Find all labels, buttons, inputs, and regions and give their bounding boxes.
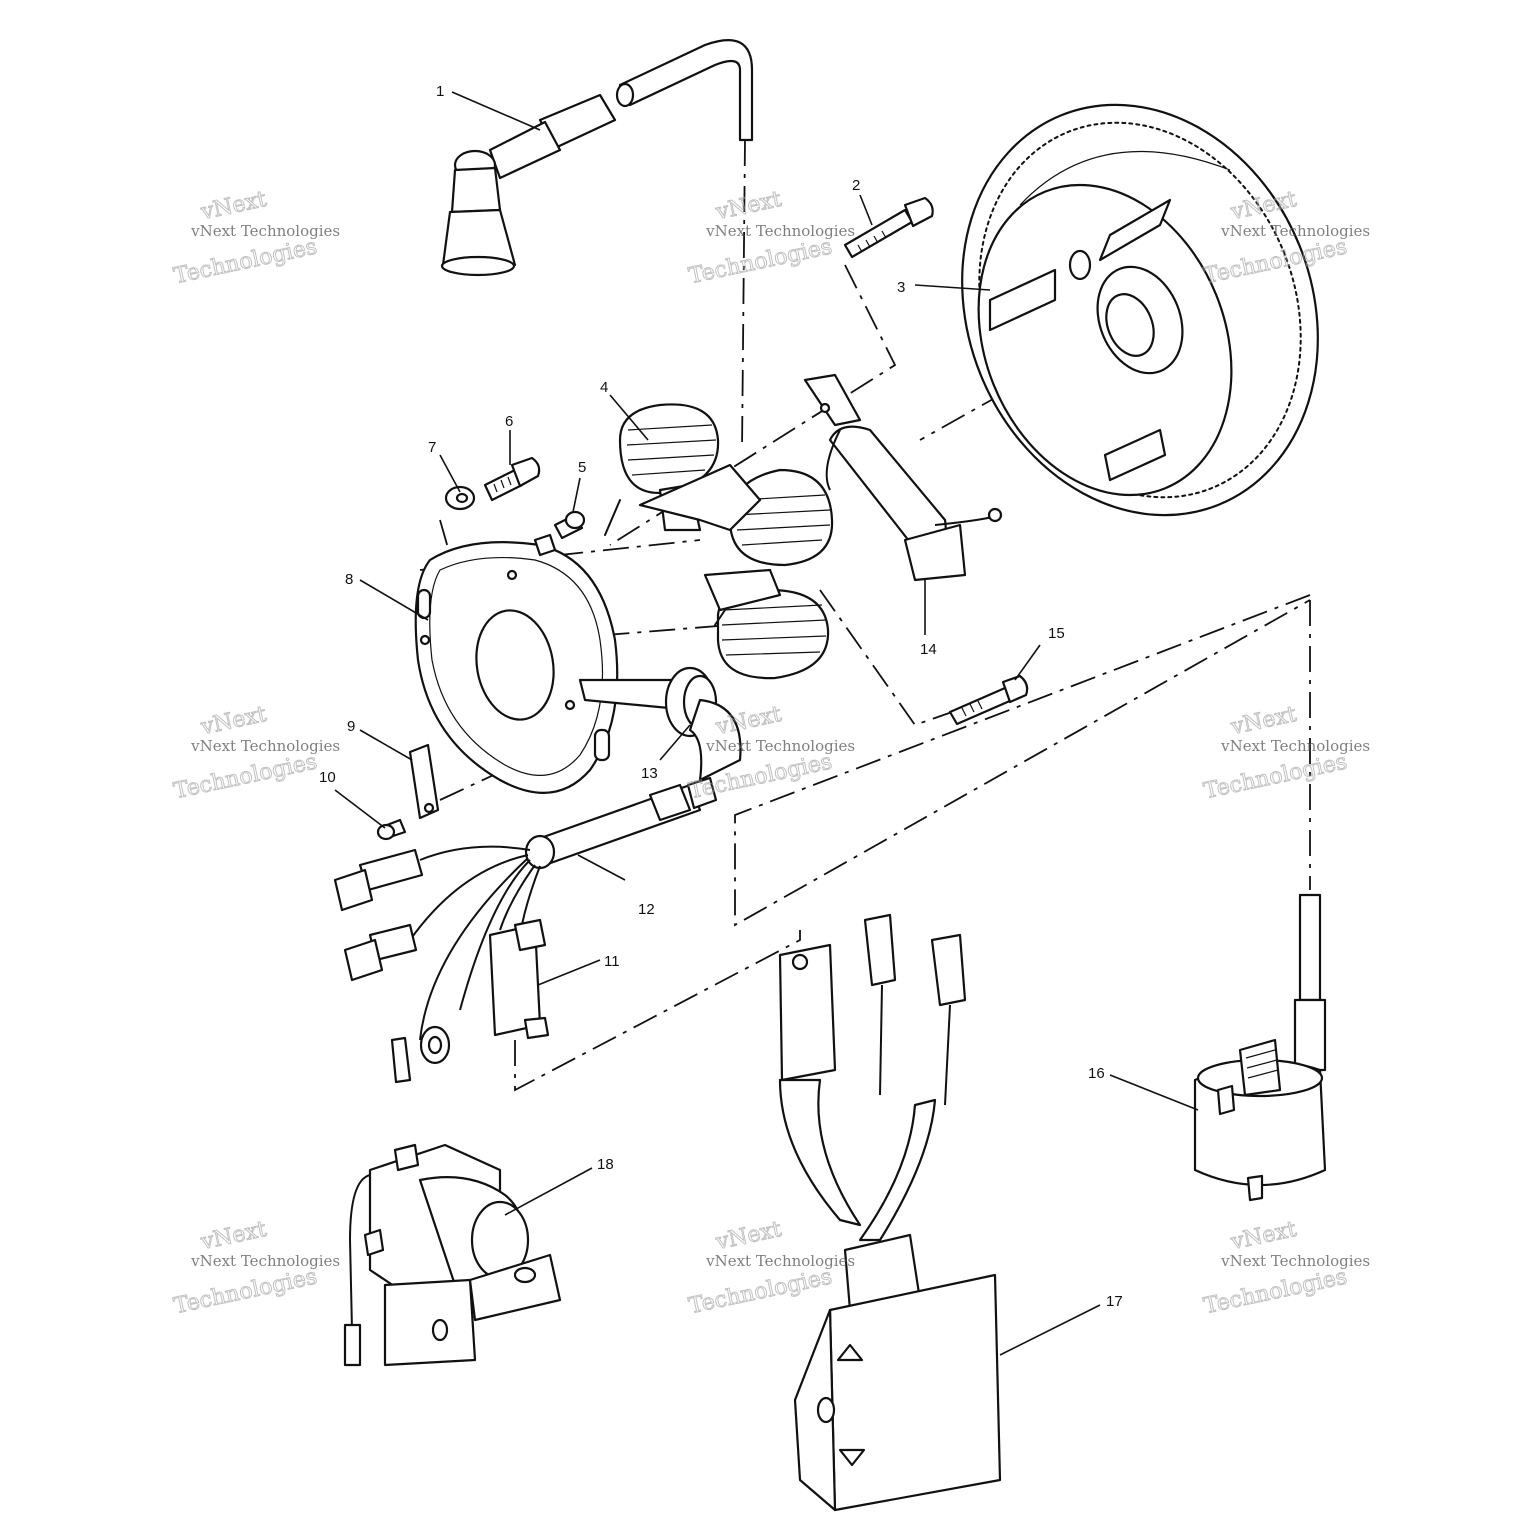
callout-16: 16 bbox=[1088, 1065, 1105, 1082]
callout-15: 15 bbox=[1048, 625, 1065, 642]
callout-labels: 1 2 3 4 5 6 7 8 9 10 11 12 13 14 15 16 1… bbox=[319, 83, 1123, 1310]
callout-10: 10 bbox=[319, 769, 336, 786]
svg-text:Technologies: Technologies bbox=[172, 1265, 320, 1320]
watermark-top-left: vNext vNext Technologies Technologies bbox=[171, 186, 340, 290]
watermark-bottom-left: vNext vNext Technologies Technologies bbox=[171, 1216, 340, 1320]
callout-18: 18 bbox=[597, 1156, 614, 1173]
screw-10 bbox=[376, 818, 407, 841]
svg-text:Technologies: Technologies bbox=[687, 1265, 835, 1320]
svg-text:Technologies: Technologies bbox=[172, 750, 320, 805]
svg-text:vNext Technologies: vNext Technologies bbox=[190, 737, 340, 755]
pulser-coil bbox=[803, 373, 1003, 582]
bolt-6 bbox=[483, 456, 541, 502]
callout-8: 8 bbox=[345, 571, 353, 588]
ignition-coil bbox=[1193, 893, 1327, 1202]
spark-plug-cap bbox=[440, 39, 754, 277]
callout-7: 7 bbox=[428, 439, 436, 456]
bolt-2 bbox=[843, 196, 934, 259]
bolt-15 bbox=[948, 674, 1029, 726]
starter-solenoid bbox=[343, 1143, 562, 1367]
svg-text:vNext Technologies: vNext Technologies bbox=[1220, 222, 1370, 240]
watermark-top-center: vNext vNext Technologies Technologies bbox=[686, 186, 855, 290]
callout-4: 4 bbox=[600, 379, 608, 396]
callout-11: 11 bbox=[604, 953, 620, 970]
clip-9 bbox=[408, 743, 440, 820]
svg-text:vNext Technologies: vNext Technologies bbox=[705, 737, 855, 755]
svg-text:vNext Technologies: vNext Technologies bbox=[1220, 1252, 1370, 1270]
svg-text:vNext: vNext bbox=[198, 187, 269, 225]
watermark-bottom-center: vNext vNext Technologies Technologies bbox=[686, 1216, 855, 1320]
watermark-middle-left: vNext vNext Technologies Technologies bbox=[171, 701, 340, 805]
callout-6: 6 bbox=[505, 413, 513, 430]
callout-13: 13 bbox=[641, 765, 658, 782]
svg-text:Technologies: Technologies bbox=[687, 235, 835, 290]
svg-text:Technologies: Technologies bbox=[1202, 750, 1350, 805]
callout-17: 17 bbox=[1106, 1293, 1123, 1310]
svg-text:Technologies: Technologies bbox=[1202, 1265, 1350, 1320]
svg-text:vNext: vNext bbox=[198, 1217, 269, 1255]
flywheel bbox=[961, 103, 1319, 517]
svg-text:vNext: vNext bbox=[1228, 1217, 1299, 1255]
connector-11 bbox=[488, 918, 550, 1040]
svg-text:vNext: vNext bbox=[198, 702, 269, 740]
watermark-middle-right: vNext vNext Technologies Technologies bbox=[1201, 701, 1370, 805]
watermark-bottom-right: vNext vNext Technologies Technologies bbox=[1201, 1216, 1370, 1320]
grommet-13 bbox=[578, 666, 742, 782]
callout-2: 2 bbox=[852, 177, 860, 194]
washer-7 bbox=[444, 485, 476, 511]
svg-text:vNext Technologies: vNext Technologies bbox=[705, 1252, 855, 1270]
callout-9: 9 bbox=[347, 718, 355, 735]
callout-5: 5 bbox=[578, 459, 586, 476]
svg-text:vNext: vNext bbox=[713, 187, 784, 225]
wire-harness bbox=[333, 776, 718, 1084]
svg-text:vNext: vNext bbox=[1228, 702, 1299, 740]
svg-text:vNext Technologies: vNext Technologies bbox=[190, 222, 340, 240]
callout-3: 3 bbox=[897, 279, 905, 296]
screw-5 bbox=[553, 510, 586, 540]
svg-text:vNext Technologies: vNext Technologies bbox=[1220, 737, 1370, 755]
callout-12: 12 bbox=[638, 901, 655, 918]
cdi-box bbox=[778, 913, 1002, 1512]
leader-lines bbox=[334, 91, 1199, 1356]
svg-text:vNext: vNext bbox=[713, 1217, 784, 1255]
svg-text:vNext Technologies: vNext Technologies bbox=[190, 1252, 340, 1270]
svg-text:Technologies: Technologies bbox=[172, 235, 320, 290]
stator-coils bbox=[604, 403, 834, 680]
callout-14: 14 bbox=[920, 641, 937, 658]
stator-plate bbox=[414, 533, 619, 794]
callout-1: 1 bbox=[436, 83, 444, 100]
svg-text:vNext Technologies: vNext Technologies bbox=[705, 222, 855, 240]
